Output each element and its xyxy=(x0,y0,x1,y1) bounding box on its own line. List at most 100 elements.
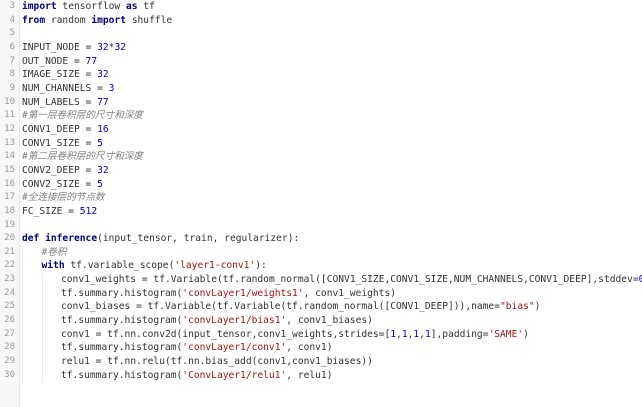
indent-guide xyxy=(22,327,23,342)
operator-token: = xyxy=(632,274,639,286)
code-line[interactable]: 10 NUM_LABELS = 77 xyxy=(0,96,642,110)
code-line[interactable]: 5 xyxy=(0,27,642,41)
code-text: tf.summary.histogram('convLayer1/conv1',… xyxy=(61,341,332,355)
line-number: 5 xyxy=(9,28,15,39)
number-token: 32 xyxy=(114,41,127,53)
code-line[interactable]: 14#第二层卷积层的尺寸和深度 xyxy=(0,150,642,164)
line-number: 4 xyxy=(9,14,15,25)
line-number: 10 xyxy=(4,96,15,107)
code-token: tf xyxy=(137,1,155,12)
indent-guide xyxy=(22,273,23,287)
code-token: conv1 xyxy=(61,328,96,340)
code-token: tf.summary.histogram( xyxy=(61,342,183,354)
line-number: 20 xyxy=(4,233,15,244)
keyword-token: from xyxy=(22,14,46,26)
code-line[interactable]: 19 xyxy=(0,219,642,233)
code-token: , conv1_weights) xyxy=(303,287,397,299)
string-token: "bias" xyxy=(500,301,535,313)
code-token: CONV2_DEEP xyxy=(22,164,86,176)
code-text: CONV1_SIZE = 5 xyxy=(22,137,103,151)
code-text: #第一层卷积层的尺寸和深度 xyxy=(22,109,143,123)
line-number: 30 xyxy=(4,369,15,380)
keyword-token: import xyxy=(91,14,126,26)
line-number: 26 xyxy=(4,315,15,326)
code-token: CONV1_SIZE xyxy=(22,137,86,149)
indent-guide xyxy=(41,355,43,369)
operator-token: = xyxy=(73,55,80,67)
keyword-token: def xyxy=(22,233,40,245)
string-token: 'SAME' xyxy=(488,328,524,340)
code-line[interactable]: 17#全连接层的节点数 xyxy=(0,191,642,205)
line-number: 24 xyxy=(4,287,15,298)
number-token: 5 xyxy=(97,178,103,190)
indent-guide xyxy=(22,259,23,274)
code-text: conv1_weights = tf.Variable(tf.random_no… xyxy=(61,273,642,287)
indent-guide xyxy=(41,286,43,301)
operator-token: = xyxy=(95,328,102,340)
number-token: 1 xyxy=(390,328,397,340)
comment-token: #第一层卷积层的尺寸和深度 xyxy=(22,110,143,122)
operator-token: = xyxy=(482,328,489,340)
line-number: 18 xyxy=(4,205,15,216)
code-token: tf.summary.histogram( xyxy=(61,369,183,381)
code-token: tf.Variable(tf.random_normal([CONV1_SIZE… xyxy=(147,274,633,286)
number-token: 0.1 xyxy=(638,274,642,286)
number-token: 77 xyxy=(85,55,98,67)
line-number: 13 xyxy=(4,137,15,148)
function-name-token: inference xyxy=(45,233,98,245)
code-token: NUM_LABELS xyxy=(22,96,86,108)
code-text: import tensorflow as tf xyxy=(22,0,155,14)
line-number: 16 xyxy=(4,178,15,189)
operator-token: = xyxy=(68,205,74,217)
code-token: tensorflow xyxy=(56,1,126,12)
code-line[interactable]: 28 tf.summary.histogram('convLayer1/conv1… xyxy=(0,341,642,356)
keyword-token: as xyxy=(125,1,138,12)
code-token: NUM_CHANNELS xyxy=(22,82,98,94)
line-number: 7 xyxy=(9,55,15,66)
code-line[interactable]: 13 CONV1_SIZE = 5 xyxy=(0,137,642,151)
number-token: 32 xyxy=(97,164,109,176)
line-number-gutter xyxy=(0,0,20,407)
operator-token: = xyxy=(85,96,92,108)
code-text: NUM_LABELS = 77 xyxy=(22,96,109,110)
code-token: , relu1) xyxy=(286,369,333,381)
code-line[interactable]: 11#第一层卷积层的尺寸和深度 xyxy=(0,109,642,123)
operator-token: = xyxy=(136,301,142,313)
line-number: 14 xyxy=(4,151,15,162)
indent-guide xyxy=(22,355,23,369)
code-token: [ xyxy=(384,328,391,340)
string-token: 'convLayer1/bias1' xyxy=(182,315,287,327)
line-number: 28 xyxy=(4,342,15,353)
line-number: 8 xyxy=(9,69,15,80)
number-token: 1 xyxy=(413,328,420,340)
operator-token: = xyxy=(141,274,148,286)
line-number: 12 xyxy=(4,123,15,134)
code-token: tf.summary.histogram( xyxy=(61,287,183,299)
code-line[interactable]: 21#卷积 xyxy=(0,245,642,260)
number-token: 16 xyxy=(97,123,109,135)
code-token: , conv1_biases) xyxy=(286,315,373,327)
operator-token: = xyxy=(85,137,92,149)
code-token: relu1 xyxy=(61,356,96,368)
operator-token: = xyxy=(85,41,92,53)
